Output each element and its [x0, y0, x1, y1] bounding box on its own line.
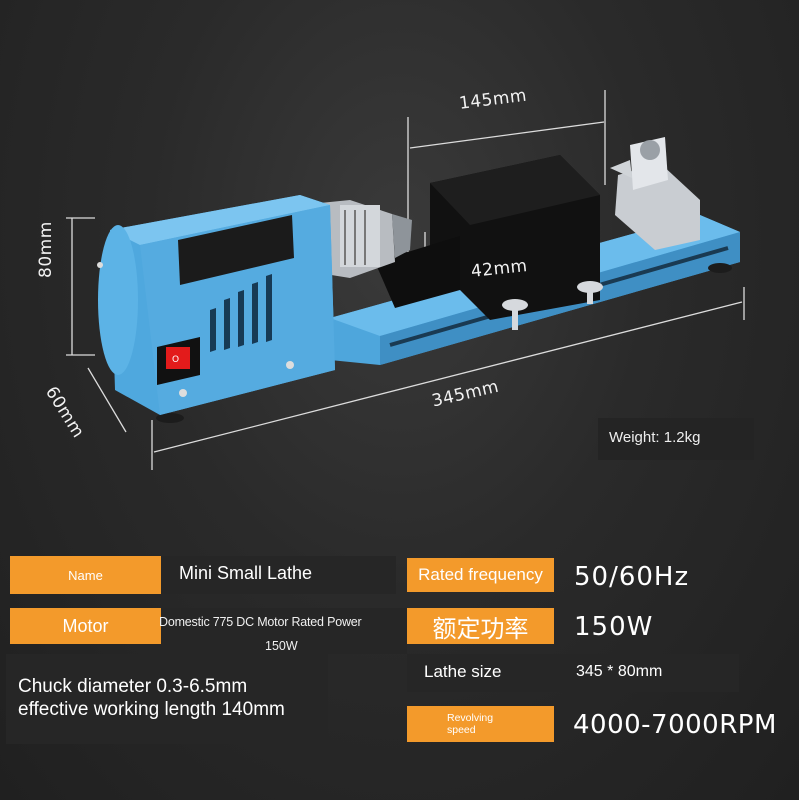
rated-frequency-value: 50/60Hz: [574, 562, 690, 592]
name-label: Name: [10, 556, 161, 594]
motor-value-line2: 150W: [265, 639, 298, 653]
dimension-height-label: 80mm: [36, 221, 56, 278]
name-value-box: [161, 556, 396, 594]
rated-power-value: 150W: [574, 612, 654, 642]
weight-text: Weight: 1.2kg: [609, 429, 701, 446]
revolving-speed-label-line2: speed: [447, 724, 476, 736]
motor-value-box: [161, 608, 407, 654]
motor-label: Motor: [10, 608, 161, 644]
rated-frequency-label: Rated frequency: [407, 558, 554, 592]
weight-box: Weight: 1.2kg: [598, 418, 754, 460]
chuck-line2: effective working length 140mm: [18, 699, 285, 720]
chuck-box: [6, 654, 328, 744]
revolving-speed-value: 4000-7000RPM: [573, 710, 777, 740]
lathe-size-box: [407, 654, 739, 692]
svg-text:O: O: [172, 355, 179, 365]
chuck-line1: Chuck diameter 0.3-6.5mm: [18, 676, 248, 697]
revolving-speed-label-line1: Revolving: [447, 712, 494, 724]
rated-power-label: 额定功率: [407, 608, 554, 644]
lathe-size-label: Lathe size: [424, 662, 502, 681]
lathe-product-image: O: [66, 90, 745, 470]
revolving-speed-label: Revolving speed: [407, 706, 554, 742]
lathe-size-value: 345 * 80mm: [576, 663, 663, 680]
name-value: Mini Small Lathe: [179, 563, 313, 583]
motor-value-line1: Domestic 775 DC Motor Rated Power: [159, 615, 362, 629]
